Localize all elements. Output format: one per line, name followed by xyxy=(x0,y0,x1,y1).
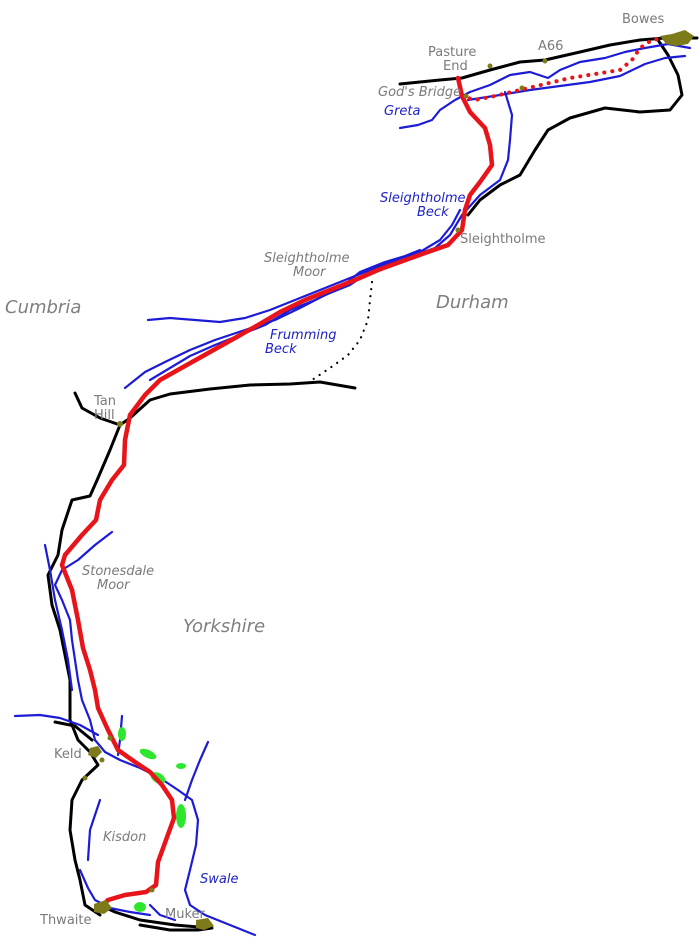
place-label-stonesdale-moor-2: Moor xyxy=(97,578,131,593)
river-greta xyxy=(398,42,692,130)
water-label-frumming-beck-2: Beck xyxy=(265,342,297,357)
water-label-sleightholme-beck-2: Beck xyxy=(417,205,449,220)
place-label-kisdon: Kisdon xyxy=(103,830,146,845)
place-label-pasture-end-1: Pasture xyxy=(428,45,476,60)
settlement-dot xyxy=(455,227,461,233)
rivers xyxy=(13,42,692,937)
settlement-dot xyxy=(463,93,469,99)
settlement-bowes-icon xyxy=(660,30,694,46)
region-label-yorkshire: Yorkshire xyxy=(183,616,265,637)
place-label-sleightholme-moor-1: Sleightholme xyxy=(264,251,350,266)
road-keld-spur xyxy=(53,720,94,742)
road-tan-hill-moor xyxy=(118,380,357,427)
river-frumming-beck xyxy=(123,208,462,390)
place-label-gods-bridge: God's Bridge xyxy=(378,85,461,100)
water-label-frumming-beck-1: Frumming xyxy=(270,328,337,343)
place-label-tan-hill-1: Tan xyxy=(93,394,116,409)
place-label-tan-hill-2: Hill xyxy=(94,408,115,423)
road-thwaite-muker xyxy=(98,903,212,930)
place-label-muker: Muker xyxy=(165,907,206,922)
region-label-cumbria: Cumbria xyxy=(5,297,81,318)
place-label-thwaite: Thwaite xyxy=(39,913,92,928)
place-label-sleightholme-moor-2: Moor xyxy=(293,265,327,280)
woodland-blob xyxy=(118,727,126,741)
river-upper-tributary xyxy=(148,248,422,382)
river-swale xyxy=(93,738,257,937)
river-sleightholme-beck xyxy=(146,90,514,324)
settlement-keld-icon xyxy=(88,746,102,758)
river-muker-stream xyxy=(148,903,177,922)
settlement-dot xyxy=(82,775,88,781)
water-label-greta: Greta xyxy=(384,104,421,119)
woodland-blob xyxy=(134,902,146,912)
water-label-sleightholme-beck-1: Sleightholme xyxy=(380,191,466,206)
settlement-dot xyxy=(107,735,113,741)
main-route xyxy=(59,75,495,913)
woodland-blob xyxy=(176,804,186,828)
settlement-dot xyxy=(487,63,493,69)
road-label-a66: A66 xyxy=(538,39,563,54)
road-bowes-loop xyxy=(466,38,684,217)
river-keld-west xyxy=(13,713,100,737)
region-label-durham: Durham xyxy=(436,292,509,313)
settlement-dot xyxy=(117,421,123,427)
water-label-swale: Swale xyxy=(200,872,238,887)
woodland-blob xyxy=(176,763,186,769)
settlement-dot xyxy=(519,85,525,91)
road-tan-hill-west xyxy=(73,391,122,427)
place-label-bowes: Bowes xyxy=(622,12,665,27)
settlement-dot xyxy=(542,58,548,64)
settlement-dot xyxy=(99,757,105,763)
roads xyxy=(46,36,699,932)
labels: Cumbria Durham Yorkshire Bowes Pasture E… xyxy=(5,12,665,928)
woodland-blob xyxy=(139,748,157,760)
river-stonesdale xyxy=(53,530,114,742)
settlement-dot xyxy=(149,887,155,893)
place-label-sleightholme: Sleightholme xyxy=(460,232,546,247)
place-label-keld: Keld xyxy=(54,747,82,762)
river-swale-east-trib xyxy=(183,740,210,802)
settlement-muker-icon xyxy=(196,918,214,930)
river-kisdon-west xyxy=(86,798,102,862)
settlements xyxy=(82,30,694,930)
place-label-stonesdale-moor-1: Stonesdale xyxy=(82,564,154,579)
place-label-pasture-end-2: End xyxy=(443,59,468,74)
river-west-tributary xyxy=(43,543,74,692)
settlement-thwaite-icon xyxy=(94,900,112,914)
alternative-route-gods-bridge-bowes xyxy=(460,36,667,103)
